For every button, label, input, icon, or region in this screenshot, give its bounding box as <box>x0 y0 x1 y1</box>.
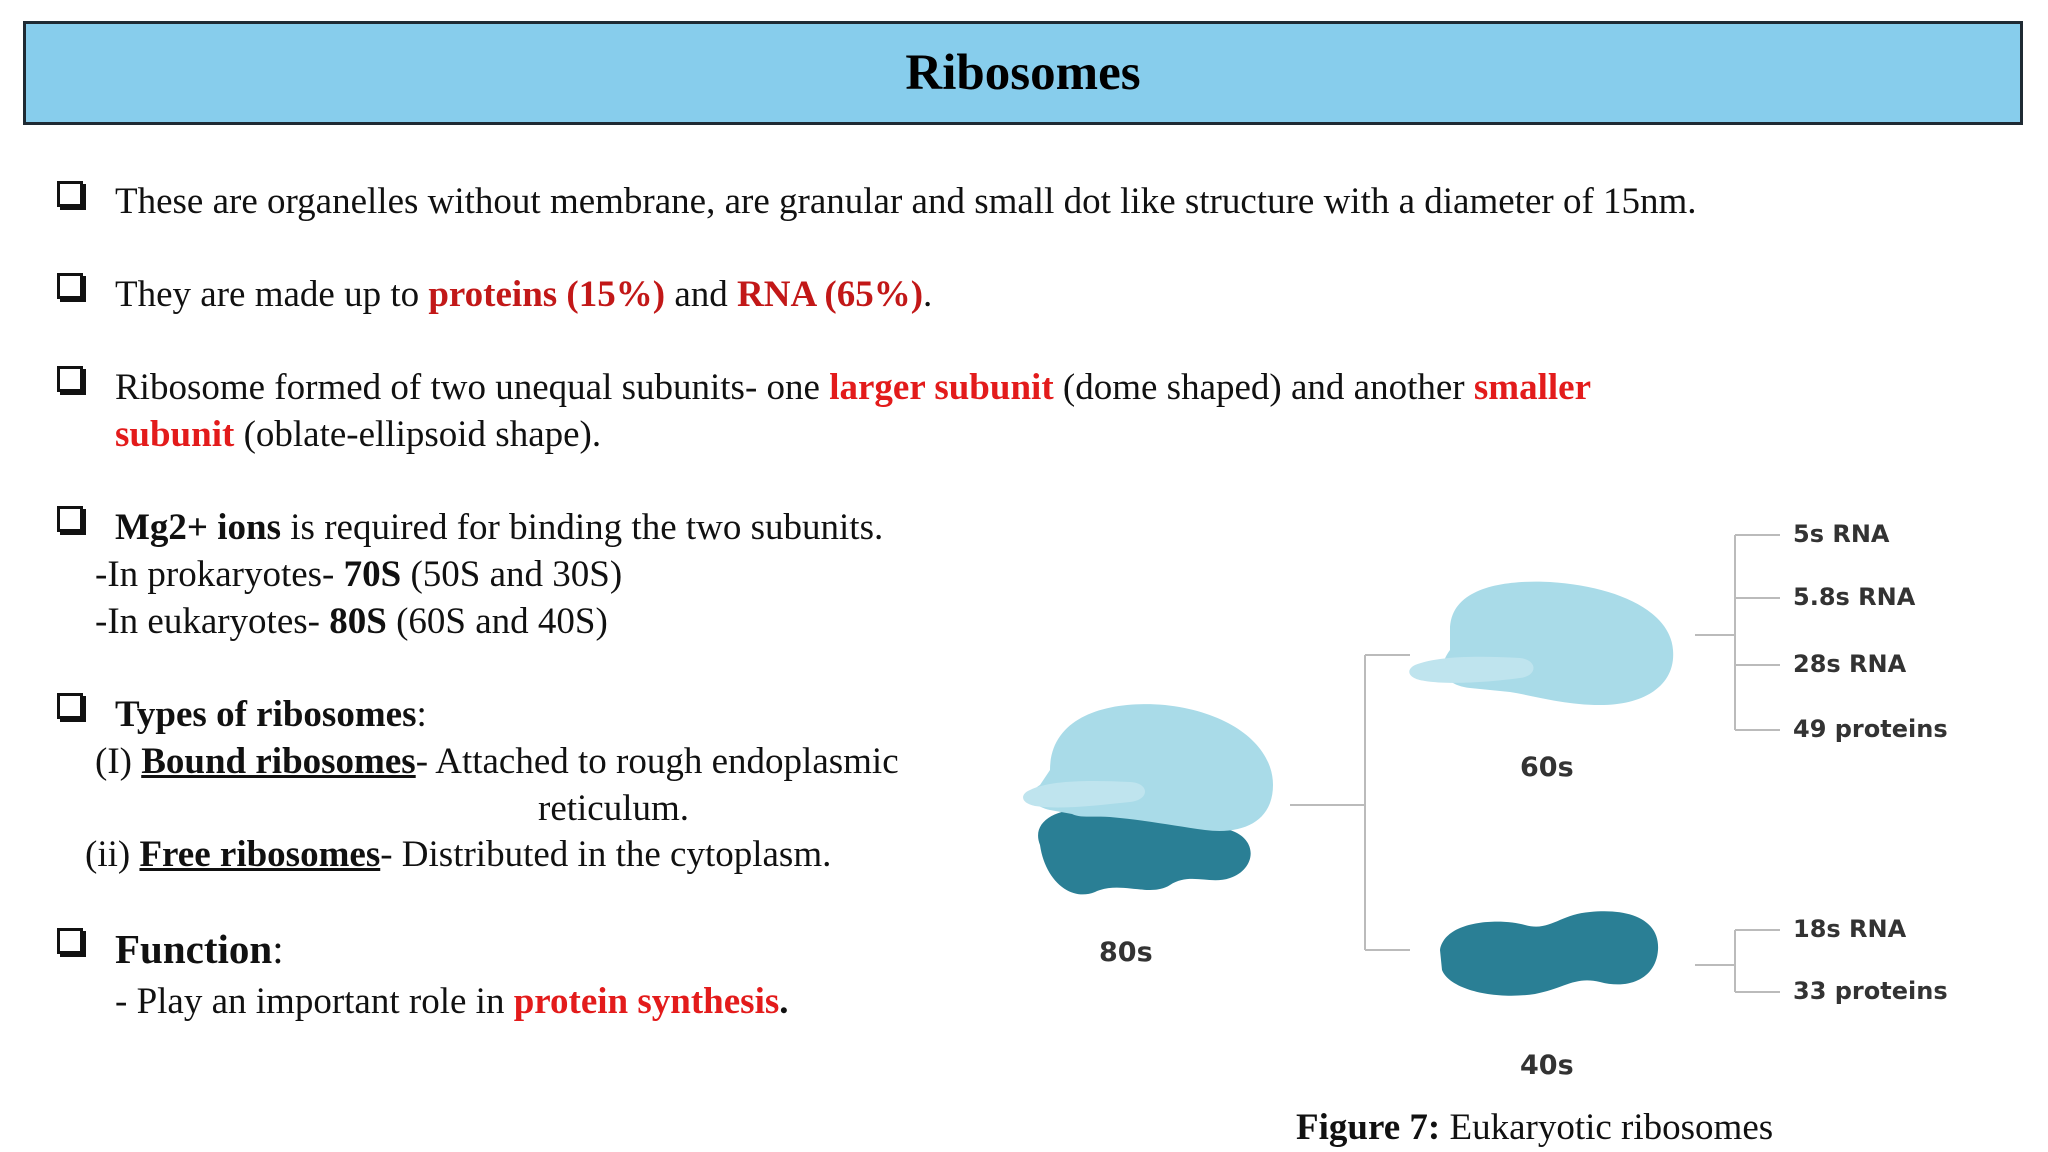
free-ribosomes-term: Free ribosomes <box>139 834 381 875</box>
prokaryotes-70s: 70S <box>343 554 402 595</box>
types-colon: : <box>416 694 427 735</box>
bullet-3-post: (oblate-ellipsoid shape). <box>234 414 602 455</box>
function-bold: Function <box>115 926 273 972</box>
checkbox-bullet-icon <box>57 928 83 954</box>
checkbox-bullet-icon <box>57 693 83 719</box>
figure-caption: Figure 7: Eukaryotic ribosomes <box>1296 1106 1773 1149</box>
eukaryotes-line: -In eukaryotes- 80S (60S and 40S) <box>95 600 608 644</box>
checkbox-bullet-icon <box>57 181 83 207</box>
caption-rest: Eukaryotic ribosomes <box>1440 1107 1774 1148</box>
types-heading: Types of ribosomes: <box>115 693 427 737</box>
function-post: . <box>779 981 789 1022</box>
types-bold: Types of ribosomes <box>115 694 417 735</box>
eukaryotes-80s: 80S <box>329 601 387 642</box>
eukaryotes-pre: -In eukaryotes- <box>95 601 330 642</box>
free-ribosomes-line: (ii) Free ribosomes- Distributed in the … <box>85 833 831 877</box>
component-18s-rna: 18s RNA <box>1793 915 1907 943</box>
proteins-highlight: proteins (15%) <box>428 274 666 315</box>
checkbox-bullet-icon <box>57 366 83 392</box>
larger-subunit-highlight: larger subunit <box>829 367 1054 408</box>
component-5s-rna: 5s RNA <box>1793 520 1890 548</box>
subunit-highlight: subunit <box>115 414 235 455</box>
connector-lines <box>1290 534 1780 993</box>
bullet-text-composition: They are made up to proteins (15%) and R… <box>115 273 932 317</box>
mg-ions-bold: Mg2+ ions <box>115 507 282 548</box>
bound-ribosomes-term: Bound ribosomes <box>141 741 416 782</box>
title-banner: Ribosomes <box>23 21 2023 125</box>
ribosome-60s-shape <box>1409 581 1674 705</box>
ribosome-diagram <box>1023 534 1780 996</box>
caption-bold: Figure 7: <box>1296 1107 1441 1148</box>
bullet-1-text: These are organelles without membrane, a… <box>115 181 1697 222</box>
function-colon: : <box>272 926 284 972</box>
bullet-text-subunits-line2: subunit (oblate-ellipsoid shape). <box>115 413 601 457</box>
bullet-2-post: . <box>923 274 933 315</box>
component-28s-rna: 28s RNA <box>1793 650 1907 678</box>
ribosome-40s-shape <box>1440 911 1659 996</box>
bound-ribosomes-cont: reticulum. <box>538 787 689 831</box>
mg-ions-rest: is required for binding the two subunits… <box>281 507 884 548</box>
page-title: Ribosomes <box>905 45 1141 101</box>
item1-num: (I) <box>95 741 142 782</box>
component-5-8s-rna: 5.8s RNA <box>1793 583 1916 611</box>
bound-ribosomes-line: (I) Bound ribosomes- Attached to rough e… <box>95 740 899 784</box>
function-heading: Function: <box>115 925 284 974</box>
checkbox-bullet-icon <box>57 506 83 532</box>
checkbox-bullet-icon <box>57 273 83 299</box>
bullet-3-mid: (dome shaped) and another <box>1053 367 1474 408</box>
prokaryotes-line: -In prokaryotes- 70S (50S and 30S) <box>95 553 622 597</box>
eukaryotes-post: (60S and 40S) <box>386 601 608 642</box>
smaller-highlight: smaller <box>1473 367 1591 408</box>
bullet-2-pre: They are made up to <box>115 274 429 315</box>
function-pre: - Play an important role in <box>115 981 514 1022</box>
prokaryotes-pre: -In prokaryotes- <box>95 554 344 595</box>
bullet-text-mg-ions: Mg2+ ions is required for binding the tw… <box>115 506 883 550</box>
bullet-text-subunits-line1: Ribosome formed of two unequal subunits-… <box>115 366 1591 410</box>
rna-highlight: RNA (65%) <box>737 274 924 315</box>
item1-rest: - Attached to rough endoplasmic <box>415 741 899 782</box>
label-60s: 60s <box>1520 752 1574 783</box>
ribosome-figure: 80s 60s 40s 5s RNA 5.8s RNA 28s RNA 49 p… <box>990 500 1970 1090</box>
item2-num: (ii) <box>85 834 140 875</box>
label-80s: 80s <box>1099 937 1153 968</box>
bullet-3-pre: Ribosome formed of two unequal subunits-… <box>115 367 830 408</box>
label-40s: 40s <box>1520 1050 1574 1081</box>
component-33-proteins: 33 proteins <box>1793 977 1948 1005</box>
item2-rest: - Distributed in the cytoplasm. <box>380 834 832 875</box>
protein-synthesis-highlight: protein synthesis <box>513 981 780 1022</box>
function-line: - Play an important role in protein synt… <box>115 980 789 1024</box>
bullet-text-membrane: These are organelles without membrane, a… <box>115 180 1697 224</box>
item1-cont: reticulum. <box>538 788 690 829</box>
bullet-2-mid: and <box>665 274 738 315</box>
prokaryotes-post: (50S and 30S) <box>401 554 623 595</box>
ribosome-80s-shape <box>1023 704 1273 895</box>
component-49-proteins: 49 proteins <box>1793 715 1948 743</box>
